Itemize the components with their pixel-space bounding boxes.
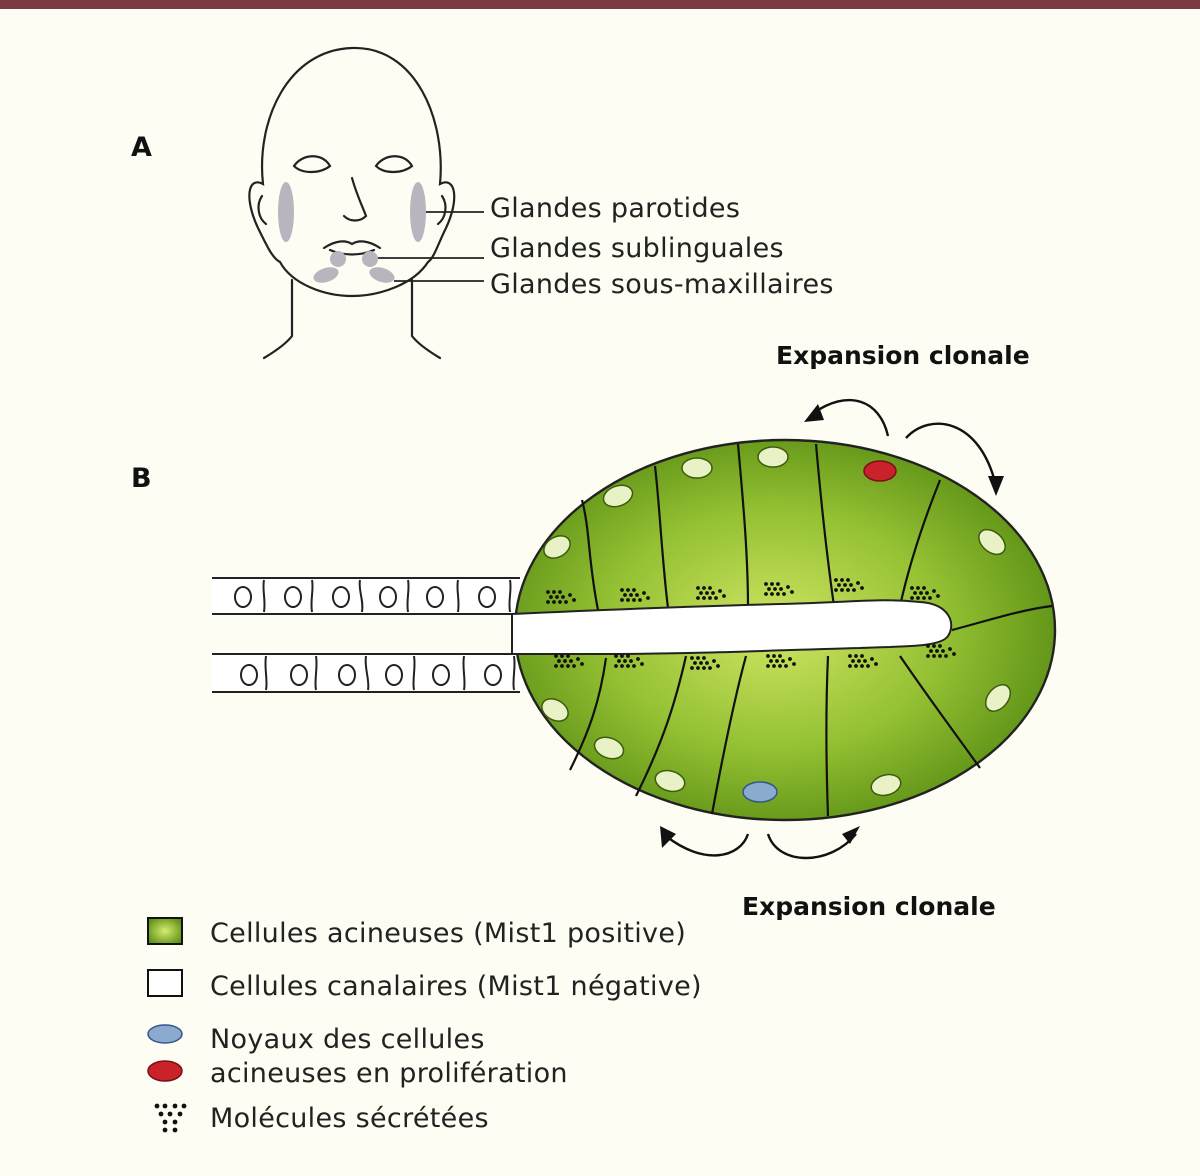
legend-secreted: Molécules sécrétées: [210, 1103, 489, 1134]
label-sous-maxillaires: Glandes sous-maxillaires: [490, 269, 834, 300]
arrow-heads: [660, 404, 1004, 848]
legend-swatch-nucleus-red: [147, 1060, 183, 1082]
expansion-label-top: Expansion clonale: [776, 341, 1030, 370]
legend-nuclei-line1: Noyaux des cellules: [210, 1024, 485, 1055]
label-sublinguales: Glandes sublinguales: [490, 233, 784, 264]
cell-boundaries: [569, 443, 1053, 817]
legend-swatch-acinar: [147, 917, 183, 945]
top-rule: [0, 0, 1200, 9]
parotid-right: [410, 182, 426, 242]
nucleus-proliferating-red: [863, 460, 897, 482]
label-parotides: Glandes parotides: [490, 193, 740, 224]
sublingual-right: [362, 251, 378, 267]
submandibular-left: [313, 267, 339, 283]
leader-lines: [378, 211, 484, 282]
nucleus-proliferating-blue: [742, 781, 778, 803]
ductal-cells: [212, 577, 522, 693]
legend-swatch-nucleus-blue: [147, 1024, 183, 1044]
parotid-left: [278, 182, 294, 242]
panel-letter-a: A: [131, 132, 152, 163]
expansion-arrows: [665, 398, 998, 860]
gland-shadows: [278, 182, 426, 283]
lumen: [511, 599, 953, 655]
legend-swatch-molecules: [154, 1103, 187, 1133]
legend: Cellules acineuses (Mist1 positive) Cell…: [147, 917, 702, 1134]
submandibular-right: [369, 267, 395, 283]
acinar-nuclei: [541, 446, 1012, 797]
legend-ductal-cells: Cellules canalaires (Mist1 négative): [210, 971, 702, 1002]
legend-nuclei-line2: acineuses en prolifération: [210, 1058, 568, 1089]
acinus: [511, 438, 1057, 822]
legend-swatch-ductal: [147, 969, 183, 997]
legend-acinar-cells: Cellules acineuses (Mist1 positive): [210, 918, 686, 949]
sublingual-left: [330, 251, 346, 267]
expansion-label-bottom: Expansion clonale: [742, 892, 996, 921]
panel-letter-b: B: [131, 463, 152, 494]
